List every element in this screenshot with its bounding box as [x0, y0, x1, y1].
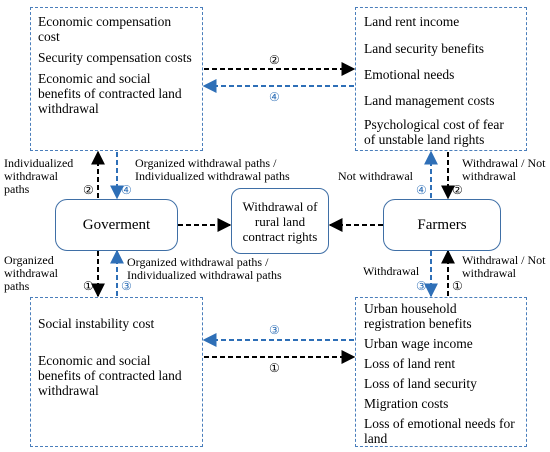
marker-farm-down-black: ② — [452, 183, 463, 197]
label-farm-down-left: Withdrawal — [363, 264, 420, 278]
marker-gov-down-black: ① — [83, 279, 94, 293]
marker-gov-down-blue: ④ — [121, 183, 132, 197]
factor-text: Land management costs — [364, 93, 495, 108]
factor-text: Loss of land security — [364, 376, 477, 391]
government-lower-factors-box: Social instability cost Economic and soc… — [30, 297, 203, 447]
farmers-upper-factors-box: Land rent income Land security benefits … — [355, 7, 527, 151]
marker-bottom-black: ① — [269, 361, 280, 375]
marker-bottom-blue: ③ — [269, 323, 280, 337]
factor-text: Economic and social benefits of contract… — [38, 71, 182, 116]
marker-farm-down-blue: ③ — [416, 279, 427, 293]
factor-text: Emotional needs — [364, 67, 455, 82]
label-farm-up-right: Withdrawal / Not withdrawal — [462, 156, 546, 183]
factor-text: Security compensation costs — [38, 50, 192, 65]
marker-top-blue: ④ — [269, 90, 280, 104]
factor-text: Economic and social benefits of contract… — [38, 353, 182, 398]
factor-text: Loss of land rent — [364, 356, 456, 371]
factor-text: Migration costs — [364, 396, 449, 411]
factor-text: Land security benefits — [364, 41, 484, 56]
label-gov-up-right: Organized withdrawal paths / Individuali… — [135, 156, 290, 183]
label-gov-up-left: Individualized withdrawal paths — [4, 156, 74, 196]
factor-text: Loss of emotional needs for land — [364, 416, 515, 446]
marker-farm-up-black: ① — [452, 279, 463, 293]
withdrawal-center-node: Withdrawal of rural land contract rights — [231, 188, 329, 254]
government-upper-factors-box: Economic compensation cost Security comp… — [30, 7, 203, 151]
farmers-node: Farmers — [383, 199, 501, 251]
marker-farm-up-blue: ④ — [416, 183, 427, 197]
label-gov-down-right: Organized withdrawal paths / Individuali… — [127, 255, 282, 282]
label-farm-down-right: Withdrawal / Not withdrawal — [462, 253, 546, 280]
marker-gov-up-blue: ③ — [121, 279, 132, 293]
factor-text: Economic compensation cost — [38, 14, 172, 44]
factor-text: Urban household registration benefits — [364, 301, 472, 331]
label-gov-down-left: Organized withdrawal paths — [4, 253, 58, 293]
factor-text: Social instability cost — [38, 316, 155, 331]
factor-text: Land rent income — [364, 14, 460, 29]
marker-top-black: ② — [269, 53, 280, 67]
farmers-lower-factors-box: Urban household registration benefits Ur… — [355, 297, 527, 447]
government-node: Goverment — [55, 199, 178, 251]
label-farm-up-left: Not withdrawal — [338, 169, 413, 183]
marker-gov-up-black: ② — [83, 183, 94, 197]
factor-text: Psychological cost of fear of unstable l… — [364, 117, 504, 147]
factor-text: Urban wage income — [364, 336, 473, 351]
